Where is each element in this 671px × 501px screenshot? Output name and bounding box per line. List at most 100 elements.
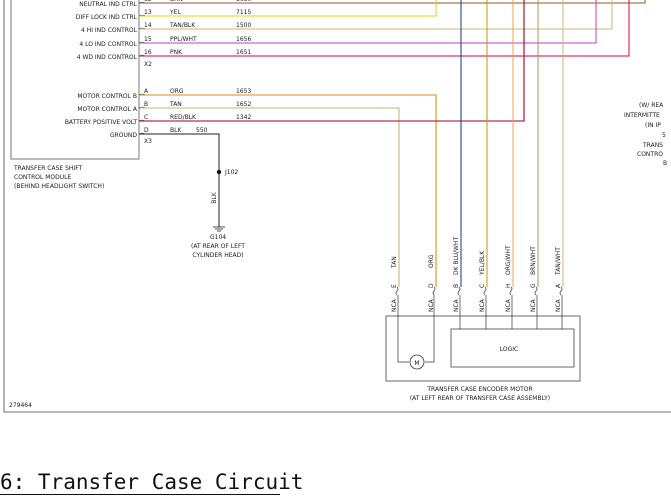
pin-label-4lo: 4 LO IND CONTROL xyxy=(79,41,137,48)
motor-symbol xyxy=(409,354,425,370)
connector-x3: X3 xyxy=(144,138,152,145)
wire-color-label: BRN xyxy=(170,0,183,3)
encoder-wire-color: BRN/WHT xyxy=(530,246,537,275)
pin-letter-a: A xyxy=(144,88,149,95)
pin-letter-c: C xyxy=(144,114,148,121)
pin-letter: C xyxy=(479,284,486,288)
right-edge-notes: (W/ REA INTERMITTE (IN IP 5 TRANS CONTRO… xyxy=(624,102,667,167)
pin-label-diff-lock: DIFF LOCK IND CTRL xyxy=(76,14,138,21)
wire-red-blk xyxy=(139,0,525,122)
wire-blk-ground xyxy=(139,133,220,227)
splice-dot xyxy=(216,169,222,175)
encoder-wire-color: TAN xyxy=(391,256,398,269)
right-note-line: TRANS xyxy=(642,142,663,149)
wire-yel xyxy=(139,0,437,17)
right-note-line: B xyxy=(663,160,667,167)
wire-tan-blk xyxy=(139,0,613,30)
wire-color-label: ORG xyxy=(170,88,184,95)
wire-color-label: PNK xyxy=(170,49,183,56)
circuit-number: 1653 xyxy=(236,88,251,95)
right-note-line: (IN IP xyxy=(645,122,661,129)
bottom-pin-wires xyxy=(139,0,525,287)
encoder-wire-color: YEL/BLK xyxy=(479,250,486,276)
pin-label-neutral: NEUTRAL IND CTRL xyxy=(79,1,137,8)
figure-id: 279464 xyxy=(9,402,32,409)
bottom-pin-labels: MOTOR CONTROL B MOTOR CONTROL A BATTERY … xyxy=(65,88,252,145)
circuit-number: 1500 xyxy=(236,22,251,29)
circuit-number: 1651 xyxy=(236,49,251,56)
nca-label: NCA xyxy=(428,298,435,312)
nca-label: NCA xyxy=(391,298,398,312)
nca-label: NCA xyxy=(555,298,562,312)
encoder-box xyxy=(385,315,581,382)
wire-tan xyxy=(139,107,400,287)
wire-color-label: TAN xyxy=(169,101,182,108)
pin-letter: A xyxy=(555,283,562,288)
encoder-wire-color: ORG xyxy=(428,254,435,268)
pin-stubs xyxy=(138,1,146,135)
circuit-number: 1680 xyxy=(236,0,251,3)
nca-label: NCA xyxy=(505,298,512,312)
right-note-line: INTERMITTE xyxy=(624,112,660,119)
nca-label: NCA xyxy=(530,298,537,312)
module-title-line2: CONTROL MODULE xyxy=(14,174,71,181)
pin-number-12: 12 xyxy=(144,0,152,3)
encoder-wire-color: ORG/WHT xyxy=(505,245,512,275)
encoder-connector-labels: NCA NCA NCA NCA NCA NCA NCA E D B C H G … xyxy=(391,283,562,312)
pin-letter: B xyxy=(453,284,460,288)
right-note-line: (W/ REA xyxy=(639,102,664,109)
ground-id: G104 xyxy=(210,234,226,241)
nca-label: NCA xyxy=(479,298,486,312)
wire-color-label: BLK xyxy=(170,127,182,134)
right-note-line: 5 xyxy=(662,132,666,139)
wire-color-label: PPL/WHT xyxy=(170,36,197,43)
pin-letter: D xyxy=(428,283,435,288)
wire-color-label: RED/BLK xyxy=(170,114,197,121)
encoder-internal-wires xyxy=(397,295,563,363)
ground-symbol xyxy=(213,226,225,232)
caption-underline xyxy=(0,494,280,495)
pin-letter-d: D xyxy=(144,127,149,134)
module-box xyxy=(10,0,140,160)
pin-number-15: 15 xyxy=(144,36,152,43)
pin-label-motor-b: MOTOR CONTROL B xyxy=(77,93,137,100)
pin-label-battery: BATTERY POSITIVE VOLT xyxy=(65,119,138,126)
circuit-number: 1342 xyxy=(236,114,251,121)
module-title-line1: TRANSFER CASE SHIFT xyxy=(13,165,83,172)
figure-caption: 6: Transfer Case Circuit xyxy=(0,470,304,494)
pin-label-4wd: 4 WD IND CONTROL xyxy=(77,54,138,61)
right-note-line: CONTRO xyxy=(637,151,663,158)
motor-symbol-label: M xyxy=(414,360,419,367)
ground-location-line1: (AT REAR OF LEFT xyxy=(191,243,245,250)
encoder-vertical-wires xyxy=(460,0,564,287)
pin-label-4hi: 4 HI IND CONTROL xyxy=(81,27,138,34)
encoder-wire-color: DK BLU/WHT xyxy=(453,237,460,275)
pin-letter-b: B xyxy=(144,101,148,108)
wire-color-label: TAN/BLK xyxy=(169,22,196,29)
pin-number-16: 16 xyxy=(144,49,152,56)
pin-letter: G xyxy=(530,283,537,288)
wire-pnk xyxy=(139,0,630,57)
module-title-line3: (BEHIND HEADLIGHT SWITCH) xyxy=(14,183,104,190)
encoder-wire-color: TAN/WHT xyxy=(555,247,562,276)
ground-location-line2: CYLINDER HEAD) xyxy=(192,252,243,259)
pin-letter: H xyxy=(505,283,512,288)
pin-number-14: 14 xyxy=(144,22,152,29)
encoder-title-line2: (AT LEFT REAR OF TRANSFER CASE ASSEMBLY) xyxy=(410,395,550,402)
logic-label: LOGIC xyxy=(500,346,518,353)
wire-org xyxy=(139,94,437,287)
wire-brn xyxy=(139,0,646,4)
circuit-number: 1656 xyxy=(236,36,251,43)
nca-label: NCA xyxy=(453,298,460,312)
connector-x2: X2 xyxy=(144,61,152,68)
top-pin-labels: NEUTRAL IND CTRL DIFF LOCK IND CTRL 4 HI… xyxy=(76,0,252,68)
circuit-number: 550 xyxy=(196,127,208,134)
circuit-number: 1652 xyxy=(236,101,251,108)
wire-color-label: YEL xyxy=(169,9,181,16)
pin-letter: E xyxy=(391,284,398,288)
pin-label-ground: GROUND xyxy=(110,132,137,139)
encoder-title-line1: TRANSFER CASE ENCODER MOTOR xyxy=(426,386,532,393)
encoder-wire-labels: TAN ORG DK BLU/WHT YEL/BLK ORG/WHT BRN/W… xyxy=(391,237,562,276)
logic-box xyxy=(450,328,575,368)
